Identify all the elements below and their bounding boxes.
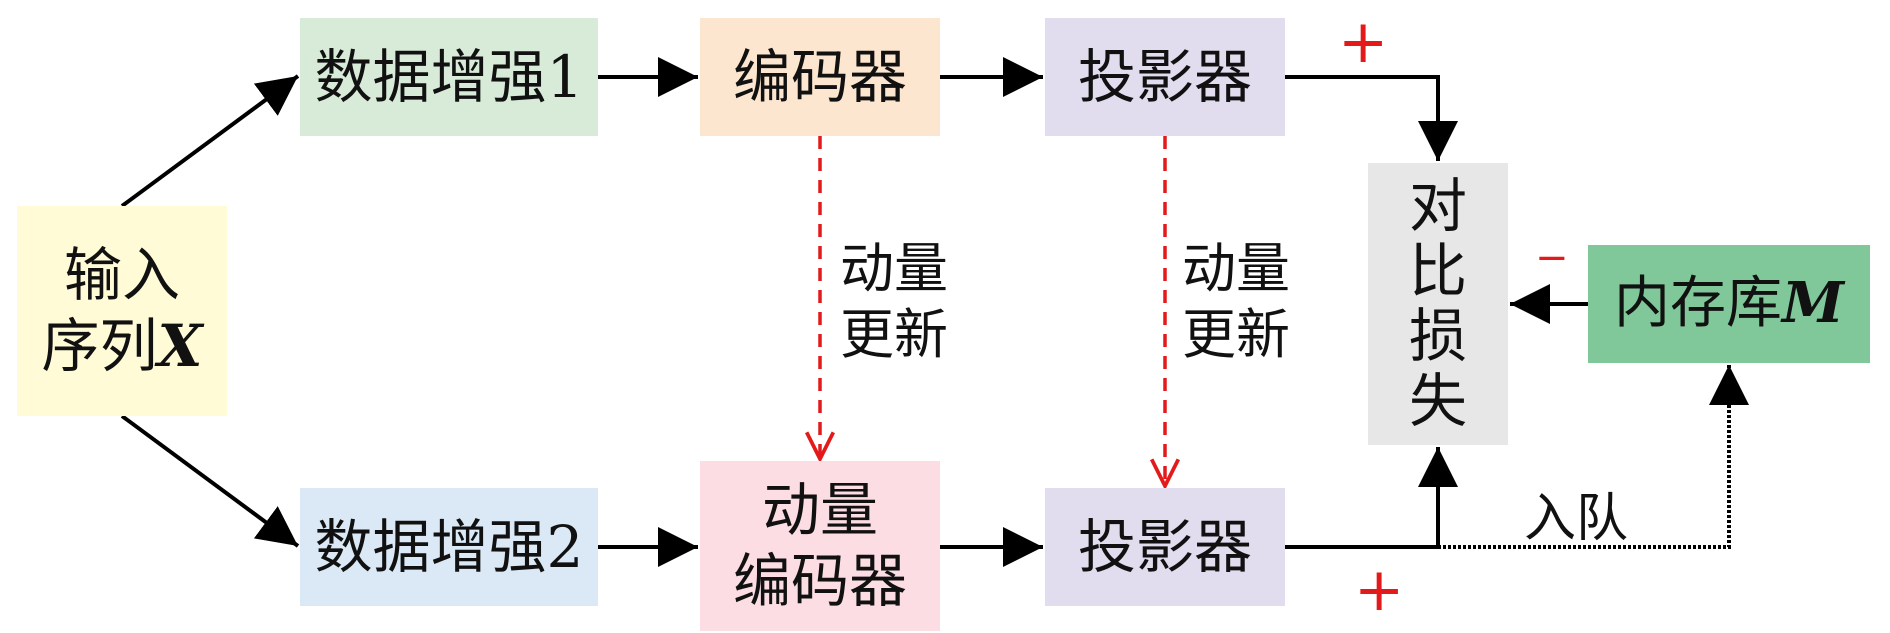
loss-char-4: 失 xyxy=(1408,366,1467,435)
data-augmentation-2-node: 数据增强2 xyxy=(300,488,598,606)
momentum-update-label-2: 动量 更新 xyxy=(1182,236,1290,368)
encoder-node: 编码器 xyxy=(700,18,940,136)
memory-bank-node: 内存库M xyxy=(1588,245,1870,363)
momentum-encoder-line-2: 编码器 xyxy=(732,547,907,615)
momentum-update-label-1: 动量 更新 xyxy=(840,236,948,368)
momentum-encoder-node: 动量 编码器 xyxy=(700,461,940,631)
memory-bank-label: 内存库 xyxy=(1614,271,1782,337)
arrow-input-to-aug1 xyxy=(120,74,300,208)
loss-char-3: 损 xyxy=(1408,302,1467,370)
momentum-update-2-line-1: 动量 xyxy=(1182,237,1290,300)
momentum-update-2-line-2: 更新 xyxy=(1182,302,1290,366)
data-augmentation-1-node: 数据增强1 xyxy=(300,18,598,136)
input-variable: X xyxy=(157,312,203,380)
positive-sign-bottom: + xyxy=(1354,555,1405,625)
momentum-update-1-line-1: 动量 xyxy=(840,237,948,300)
arrow-input-to-aug2 xyxy=(120,414,300,548)
input-line-2-text: 序列 xyxy=(41,312,158,380)
loss-char-2: 比 xyxy=(1408,237,1467,306)
loss-char-1: 对 xyxy=(1408,172,1467,241)
contrastive-loss-node: 对 比 损 失 xyxy=(1368,163,1508,445)
projector-2-node: 投影器 xyxy=(1045,488,1285,606)
input-line-2: 序列X xyxy=(41,311,202,382)
aug2-label: 数据增强2 xyxy=(314,512,584,581)
projector1-label: 投影器 xyxy=(1077,42,1252,111)
enqueue-label: 入队 xyxy=(1524,489,1629,549)
memory-bank-variable: M xyxy=(1782,270,1844,337)
negative-sign: − xyxy=(1535,235,1569,281)
projector-1-node: 投影器 xyxy=(1045,18,1285,136)
arrow-enqueue-to-memory-bank xyxy=(1438,365,1749,549)
encoder-label: 编码器 xyxy=(732,42,907,111)
arrow-projector2-to-loss xyxy=(1285,447,1458,549)
input-line-1: 输入 xyxy=(63,241,180,310)
momentum-encoder-line-1: 动量 xyxy=(761,476,878,545)
input-sequence-node: 输入 序列X xyxy=(17,206,227,416)
memory-bank-line: 内存库M xyxy=(1614,269,1844,338)
aug1-label: 数据增强1 xyxy=(314,42,584,111)
arrow-projector1-to-loss xyxy=(1285,75,1458,161)
positive-sign-top: + xyxy=(1338,7,1389,77)
momentum-update-1-line-2: 更新 xyxy=(840,302,948,366)
projector2-label: 投影器 xyxy=(1077,512,1252,581)
